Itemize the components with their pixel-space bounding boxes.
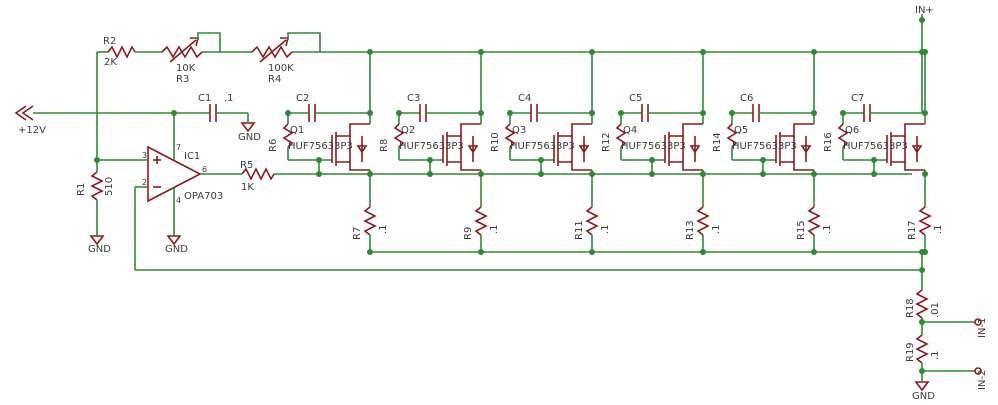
vplus-supply-symbol [14,105,210,121]
opamp-pin-6: 6 [202,165,207,174]
sense-resistor-value: .1 [489,224,500,234]
sense-resistor-label: R17 [907,220,918,240]
r5-value: 1K [241,182,254,193]
sense-resistor-value: .1 [378,224,389,234]
capacitor-label: C5 [629,93,642,104]
mosfet-label: Q6 [845,125,859,136]
r1-gnd-label: GND [88,244,111,255]
r1-value: 510 [104,177,115,196]
c1-gnd-label: GND [238,132,261,143]
sense-resistor-label: R7 [352,227,363,240]
r18-value: .01 [930,302,941,318]
gate-resistor-label: R8 [379,139,390,152]
capacitor-c1 [171,104,256,133]
r18-name: R18 [905,298,916,318]
capacitor-label: C7 [851,93,864,104]
capacitor-label: C4 [518,93,531,104]
mosfet-part-label: HUF75633P3 [288,141,353,152]
resistor-r19 [914,334,982,392]
sense-resistor-value: .1 [822,224,833,234]
opamp-gnd-label: GND [165,244,188,255]
opamp-pin-4: 4 [176,196,181,205]
sense-resistor-label: R9 [463,227,474,240]
vplus-label: +12V [18,125,46,136]
sense-resistor-label: R11 [574,220,585,240]
r4-value: 100K [268,63,294,74]
r3-value: 10K [176,63,196,74]
sense-resistor-label: R15 [796,220,807,240]
c1-value: .1 [224,93,234,104]
r2-value: 2K [104,57,117,68]
opamp-pin-2: 2 [142,178,147,187]
mosfet-label: Q3 [512,125,526,136]
mosfet-label: Q2 [401,125,415,136]
gate-resistor-label: R16 [823,132,834,152]
opamp-part: OPA703 [184,191,223,202]
sense-resistor-label: R13 [685,220,696,240]
r19-name: R19 [905,342,916,362]
opamp-pin-3: 3 [142,151,147,160]
capacitor-label: C6 [740,93,753,104]
capacitor-label: C3 [407,93,420,104]
mosfet-label: Q5 [734,125,748,136]
r19-gnd-label: GND [912,391,935,402]
potentiometer-r3 [161,32,252,63]
r3-name: R3 [176,74,189,85]
opamp-pin-7: 7 [176,143,181,152]
r4-name: R4 [268,74,281,85]
gate-resistor-label: R6 [268,139,279,152]
mosfet-label: Q1 [290,125,304,136]
gate-resistor-label: R12 [601,132,612,152]
mosfet-part-label: HUF75633P3 [843,141,908,152]
mosfet-label: Q4 [623,125,637,136]
sense-resistor-value: .1 [600,224,611,234]
r2-name: R2 [103,36,116,47]
gate-resistor-label: R14 [712,132,723,152]
mosfet-part-label: HUF75633P3 [732,141,797,152]
sense-resistor-value: .1 [711,224,722,234]
resistor-r18 [915,289,982,335]
in1-label: IN-1 [977,318,988,338]
in2-label: IN-2 [977,370,988,390]
r5-name: R5 [240,160,253,171]
opamp-ic1 [135,125,242,246]
opamp-name: IC1 [184,151,200,162]
c1-name: C1 [198,93,211,104]
sense-resistor-value: .1 [933,224,944,234]
mosfet-part-label: HUF75633P3 [399,141,464,152]
resistor-r1 [89,171,105,246]
r19-value: .1 [930,350,941,360]
mosfet-part-label: HUF75633P3 [510,141,575,152]
mosfet-part-label: HUF75633P3 [621,141,686,152]
r1-name: R1 [76,183,87,196]
in-plus-label: IN+ [915,5,934,16]
gate-resistor-label: R10 [490,132,501,152]
capacitor-label: C2 [296,93,309,104]
potentiometer-r4 [251,32,922,63]
resistor-r2 [107,45,162,59]
